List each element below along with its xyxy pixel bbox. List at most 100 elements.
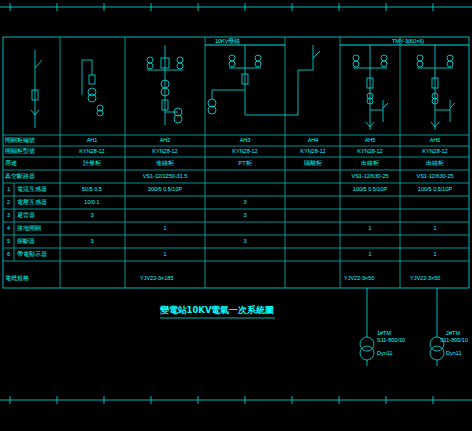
border-tick [10,3,11,11]
table-text: 3 [243,212,246,219]
border-tick [198,3,199,11]
border-tick [198,396,199,404]
table-text: 5 [7,238,10,245]
border-tick [339,396,340,404]
table-text: 出線柜 [426,160,444,167]
transformers [360,288,444,366]
table-text: 計量柜 [83,160,101,167]
table-text: TMY-3(60×6) [392,38,424,45]
outer-frame [3,37,469,288]
table-text: 2 [7,199,10,206]
border-tick [0,400,472,401]
table-text: 100/5 0.5/10P [418,186,452,193]
border-tick [57,396,58,404]
border-tick [104,3,105,11]
table-text: AH6 [430,137,441,144]
metering-cubicle [82,60,103,116]
table-text: 50/5 0.5 [82,186,102,193]
isolation-cubicle [298,45,320,115]
incoming-left [31,50,42,128]
border-tick [245,396,246,404]
border-tick [57,3,58,11]
table-text: 開關柜編號 [5,137,35,144]
border-tick [245,3,246,11]
table-text: 10/0.1 [84,199,99,206]
table-text: 3 [7,212,10,219]
border-tick [339,3,340,11]
table-text: 真空斷路器 [5,173,35,180]
table-text: 1#TM [377,330,391,337]
table-text: KYN28-12 [232,148,257,155]
table-text: KYN28-12 [152,148,177,155]
border-tick [292,3,293,11]
table-text: 1 [7,186,10,193]
drawing-title: 變電站10KV電氣一次系統圖 [160,305,275,316]
table-text: 電壓互感器 [17,199,47,206]
table-text: VS1-12/630-25 [352,173,389,180]
title-underline [160,318,275,319]
border-tick [386,396,387,404]
table-text: 2#TM [446,330,460,337]
border-tick [433,396,434,404]
table-text: 出線柜 [361,160,379,167]
table-text: 1 [433,251,436,258]
table-text: KYN28-12 [357,148,382,155]
table-text: 4 [7,225,10,232]
table-text: KYN28-12 [300,148,325,155]
table-text: Dyn11 [446,350,462,357]
outgoing-cubicle-1 [353,45,388,130]
border-tick [10,396,11,404]
table-text: 100/5 0.5/10P [353,186,387,193]
table-text: YJV22-3×50 [344,275,374,282]
pt-cubicle [208,45,298,115]
table-text: AH1 [87,137,98,144]
table-text: S11-800/10 [440,337,468,344]
table-text: 1 [368,251,371,258]
border-tick [104,396,105,404]
border-tick [433,3,434,11]
table-text: 電纜規格 [5,275,29,282]
table-text: 1 [163,251,166,258]
outgoing-cubicle-2 [417,45,455,130]
table-text: AH5 [365,137,376,144]
table-text: 電流互感器 [17,186,47,193]
table-text: AH2 [160,137,171,144]
table-grid [3,37,469,288]
table-text: 帶電顯示器 [17,251,47,258]
table-text: 1 [433,225,436,232]
table-text: S11-800/10 [377,337,405,344]
border-tick [151,396,152,404]
border-tick [151,3,152,11]
table-text: 10KV母線 [215,38,240,45]
table-text: KYN28-12 [79,148,104,155]
table-text: VS1-12/630-25 [417,173,454,180]
table-text: 3 [243,199,246,206]
table-text: 熔斷器 [17,238,35,245]
table-text: YJV22-3×50 [410,275,440,282]
table-text: 6 [7,251,10,258]
table-text: VS1-12/1250-31.5 [143,173,188,180]
table-text: KYN28-12 [422,148,447,155]
table-text: 300/5 0.5/10P [148,186,182,193]
table-text: AH3 [240,137,251,144]
table-text: 1 [368,225,371,232]
border-tick [386,3,387,11]
table-text: Dyn11 [377,350,393,357]
incoming-cubicle [147,45,183,125]
border-tick [292,396,293,404]
table-text: 進線柜 [156,160,174,167]
border-tick [0,7,472,8]
table-text: 隔離柜 [304,160,322,167]
table-text: AH4 [308,137,319,144]
table-text: 用途 [5,160,17,167]
table-text: 接地開關 [17,225,41,232]
table-text: YJV22-3×185 [140,275,173,282]
table-text: 開關柜型號 [5,148,35,155]
table-text: 1 [163,225,166,232]
table-text: 3 [90,238,93,245]
table-text: 3 [90,212,93,219]
table-text: 避雷器 [17,212,35,219]
table-text: PT柜 [238,160,251,167]
